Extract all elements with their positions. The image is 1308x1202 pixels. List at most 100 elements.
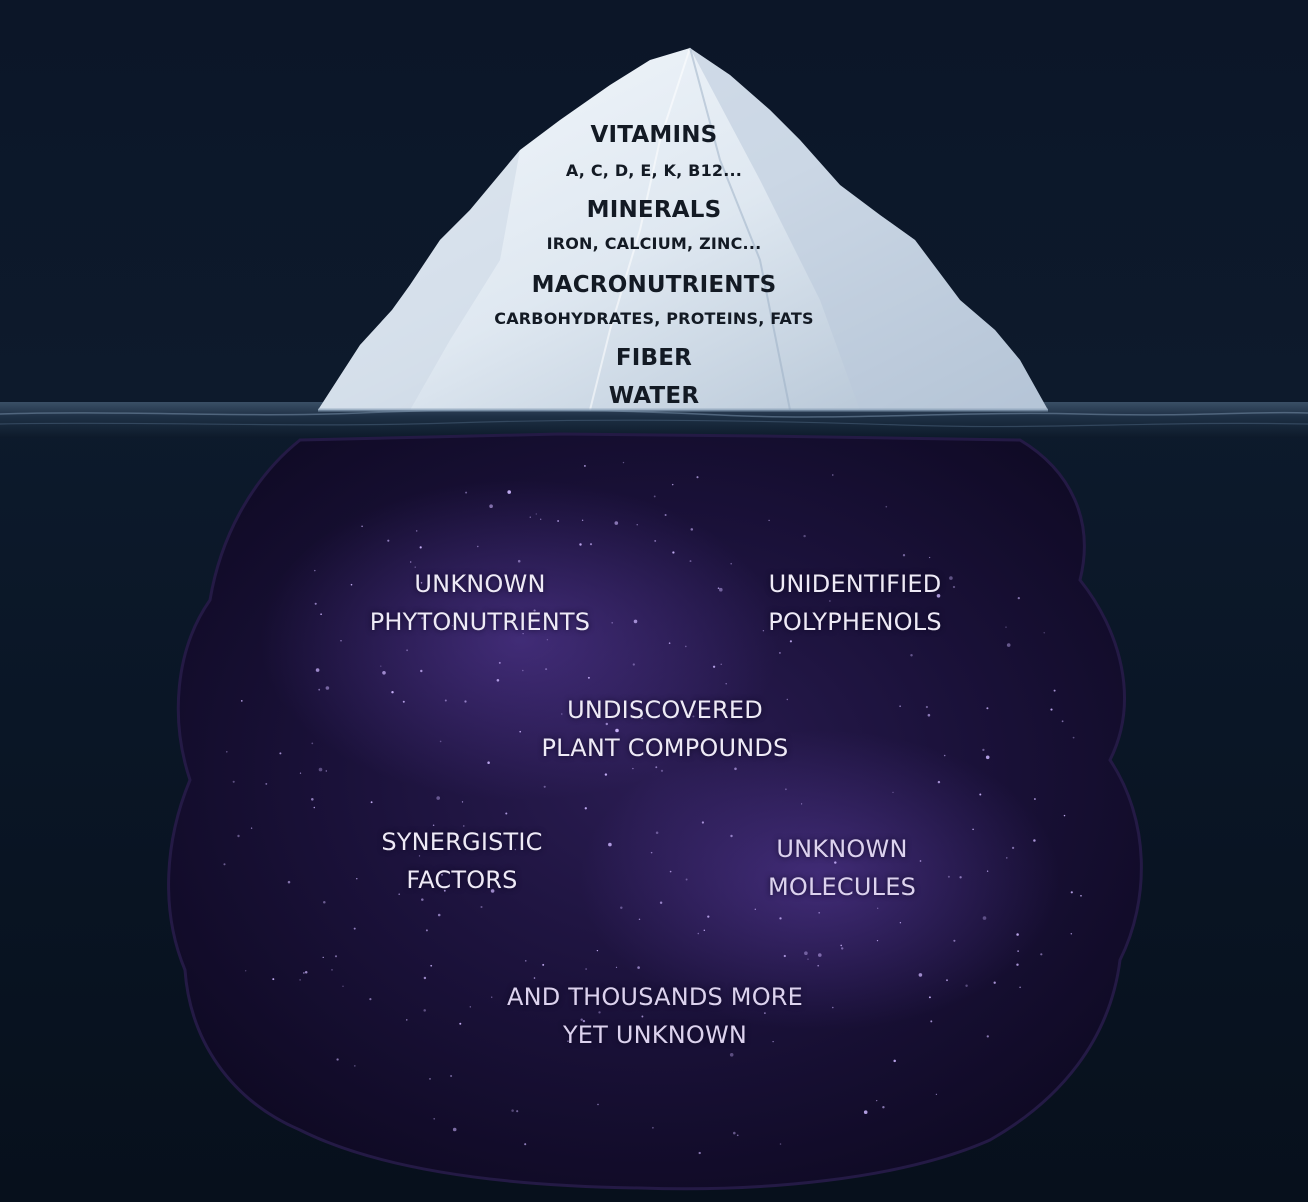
star [1019,986,1021,989]
star [489,504,493,509]
star [803,534,806,538]
star [336,1058,339,1061]
star [311,742,314,745]
star [491,996,493,998]
minerals-examples: IRON, CALCIUM, ZINC... [546,234,762,253]
star [840,944,843,947]
star [660,769,664,772]
star [986,707,989,710]
star [935,1093,938,1096]
star [429,1078,431,1080]
star [232,780,235,783]
star [899,922,902,924]
star [730,834,733,838]
star [540,518,542,520]
star [641,1015,644,1018]
star [1063,814,1066,817]
star [633,619,638,624]
star [303,972,305,974]
star [919,860,922,862]
star [342,985,344,987]
star [579,543,582,546]
star [737,995,740,998]
macronutrients-label: MACRONUTRIENTS [531,272,777,298]
star [659,901,663,905]
star [318,767,323,772]
star [655,831,659,835]
star [675,716,677,718]
star [272,978,275,981]
star [1017,596,1020,600]
star [450,1074,453,1078]
star [223,863,226,866]
star [441,874,443,876]
minerals-label: MINERALS [586,197,722,223]
star [918,973,923,977]
star [398,893,401,896]
star [313,806,316,809]
star [498,661,501,664]
star [353,927,356,930]
star [514,848,516,851]
star [689,560,692,563]
star [406,1019,408,1021]
star [620,906,623,909]
star [982,916,987,920]
star [789,640,792,643]
star [985,755,990,760]
star [587,676,590,679]
star [414,566,416,568]
star [567,1040,569,1043]
star [965,984,968,987]
star [882,1106,885,1109]
star [545,668,548,671]
star [505,812,508,815]
star [410,561,412,563]
nebula-glow [580,730,1060,1030]
star [720,663,722,665]
star [1053,689,1056,692]
star [421,616,424,620]
star [582,1019,586,1023]
star [325,686,330,690]
star [522,632,524,635]
star [604,773,608,776]
star [391,690,394,694]
star [425,929,428,932]
star [801,803,803,805]
star [953,939,956,942]
star [685,878,688,881]
star [717,587,720,589]
star [818,911,821,914]
star [265,782,268,785]
star [1033,839,1036,842]
star [402,700,405,703]
star [1050,708,1053,711]
star [245,970,247,972]
star [614,521,619,525]
star [814,577,817,579]
star [692,715,695,718]
star [986,1035,989,1038]
star [334,955,338,958]
star [423,976,427,980]
star [829,600,831,602]
nebula-glow [260,480,780,800]
star [779,917,782,920]
star [615,728,619,733]
star [671,483,674,486]
star [461,801,464,803]
star [993,981,996,984]
star [496,679,500,682]
star [952,585,956,589]
star [754,908,756,910]
star [1061,720,1064,723]
star [928,556,931,559]
star [729,1053,734,1057]
iceberg-shading [318,150,520,410]
star [464,700,467,703]
star [421,898,424,901]
star [237,834,240,838]
star [323,901,326,904]
star [507,490,512,494]
